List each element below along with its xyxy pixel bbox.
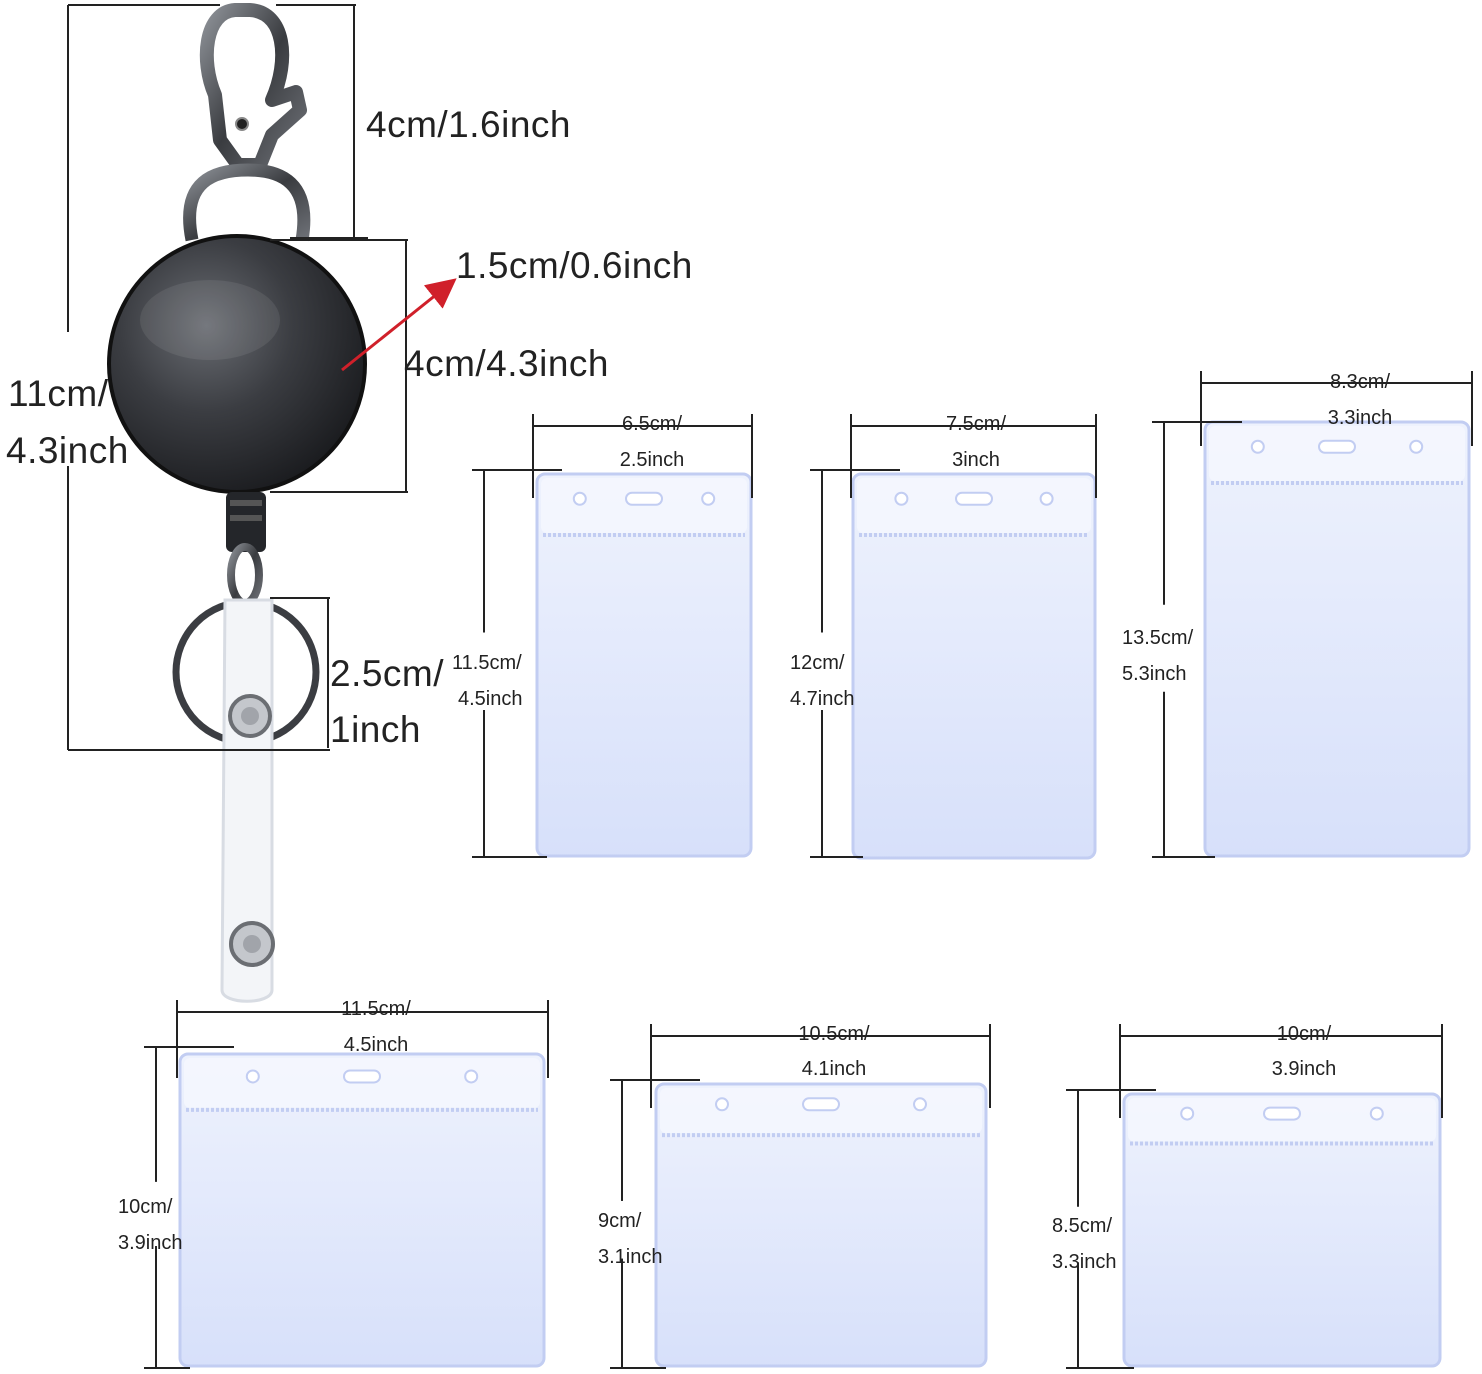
holder-1-height-label: 11.5cm/ (452, 652, 522, 674)
punch-hole-icon (701, 491, 716, 506)
punch-hole-icon (1369, 1106, 1384, 1121)
badge-holder (1066, 1024, 1443, 1369)
badge-holder (810, 414, 1097, 860)
holder-1-height-label-inch: 4.5inch (458, 688, 523, 710)
slot-hole-icon (625, 491, 663, 506)
badge-reel (107, 3, 367, 1003)
swivel-ring-icon (183, 163, 311, 242)
badge-holder (472, 414, 753, 858)
slot-hole-icon (802, 1097, 840, 1112)
slot-hole-icon (343, 1069, 381, 1084)
thickness-label: 1.5cm/0.6inch (456, 245, 693, 286)
holder-2-height-label-inch: 4.7inch (790, 688, 855, 710)
holder-dimension-lines (610, 1024, 991, 1369)
holder-5-height-label-inch: 3.1inch (598, 1246, 663, 1268)
holder-dimension-lines (1066, 1024, 1443, 1369)
badge-holders (144, 371, 1473, 1369)
punch-hole-icon (245, 1069, 260, 1084)
badge-holder (610, 1024, 991, 1369)
badge-holder (144, 1000, 549, 1369)
holder-dimension-lines (1152, 371, 1473, 858)
holder-pouch (851, 472, 1097, 860)
holder-5-height-label: 9cm/ (598, 1210, 642, 1232)
holder-pouch (1122, 1092, 1442, 1368)
slot-hole-icon (1318, 439, 1356, 454)
punch-hole-icon (715, 1097, 729, 1112)
holder-5-width-label-inch: 4.1inch (801, 1058, 867, 1080)
punch-hole-icon (464, 1069, 479, 1084)
slot-hole-icon (1263, 1106, 1301, 1121)
holder-4-height-label-inch: 3.9inch (118, 1232, 183, 1254)
holder-dimension-lines (810, 414, 1097, 858)
holder-6-height-label: 8.5cm/ (1052, 1215, 1113, 1237)
holder-2-height-label: 12cm/ (790, 652, 845, 674)
holder-6-width-label: 10cm/ (1276, 1023, 1332, 1045)
punch-hole-icon (1180, 1106, 1195, 1121)
reel-disc (107, 234, 367, 494)
holder-3-height-label-inch: 5.3inch (1122, 663, 1187, 685)
holder-dimension-lines (144, 1000, 549, 1369)
punch-hole-icon (1250, 439, 1265, 454)
holder-pouch (654, 1082, 988, 1368)
punch-hole-icon (894, 491, 909, 506)
punch-hole-icon (1409, 439, 1424, 454)
holder-3-width-label-inch: 3.3inch (1327, 407, 1393, 429)
badge-holder (1152, 371, 1473, 858)
disc-diameter-label: 4cm/4.3inch (404, 343, 609, 384)
holder-2-width-label-inch: 3inch (952, 449, 1000, 471)
holder-1-width-label: 6.5cm/ (621, 413, 683, 435)
holder-3-width-label: 8.3cm/ (1329, 371, 1391, 393)
holder-6-height-label-inch: 3.3inch (1052, 1251, 1117, 1273)
holder-4-height-label: 10cm/ (118, 1196, 173, 1218)
holder-pouch (178, 1052, 546, 1368)
punch-hole-icon (1039, 491, 1054, 506)
slot-hole-icon (955, 491, 993, 506)
ring-size-label-line1: 2.5cm/ (330, 653, 445, 694)
holder-pouch (535, 472, 753, 858)
holder-5-width-label: 10.5cm/ (798, 1023, 870, 1045)
holder-dimension-lines (472, 414, 753, 858)
punch-hole-icon (572, 491, 587, 506)
total-length-label-line1: 11cm/ (8, 373, 109, 414)
holder-4-width-label: 11.5cm/ (341, 998, 411, 1020)
reel-dimension-lines (67, 4, 408, 751)
punch-hole-icon (913, 1097, 927, 1112)
total-length-label-line2: 4.3inch (6, 430, 129, 471)
holder-3-height-label: 13.5cm/ (1122, 627, 1194, 649)
holder-2-width-label: 7.5cm/ (945, 413, 1007, 435)
holder-6-width-label-inch: 3.9inch (1271, 1058, 1337, 1080)
holder-1-width-label-inch: 2.5inch (619, 449, 685, 471)
lobster-clip-icon (199, 3, 307, 172)
holder-pouch (1203, 420, 1471, 858)
clip-length-label: 4cm/1.6inch (366, 104, 571, 145)
holder-4-width-label-inch: 4.5inch (343, 1034, 409, 1056)
ring-size-label-line2: 1inch (330, 709, 421, 750)
thickness-arrow (341, 278, 457, 372)
